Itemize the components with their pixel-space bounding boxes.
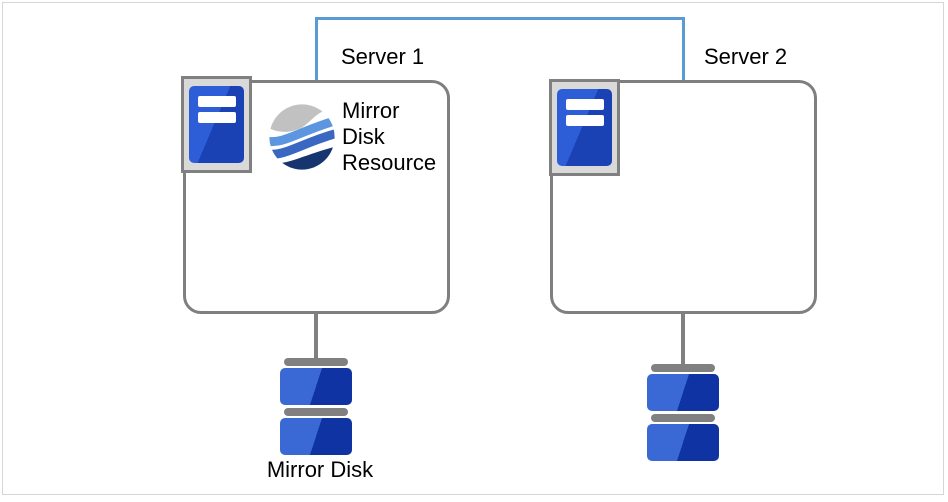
mirror-disk-label: Mirror Disk <box>266 457 374 482</box>
disk-platter-shape <box>280 418 352 455</box>
disk-stack-icon <box>280 358 352 455</box>
server2-label: Server 2 <box>704 44 788 69</box>
disk-platter-shape <box>647 424 719 461</box>
interconnect-link-left-segment <box>315 17 318 80</box>
interconnect-link-top-segment <box>315 17 685 20</box>
disk-platter-shape <box>280 368 352 405</box>
disk-bar-shape <box>651 364 715 372</box>
server-slot-shape <box>566 115 604 126</box>
mirror-disk-resource-icon <box>269 104 335 170</box>
server-icon <box>549 79 620 176</box>
disk-bar-shape <box>284 358 348 366</box>
server-slot-shape <box>566 99 604 110</box>
disk-platter-shape <box>647 374 719 411</box>
server-slot-shape <box>198 112 236 123</box>
disk-stack-icon <box>647 364 719 461</box>
disk-bar-shape <box>284 408 348 416</box>
server-tower-shape <box>557 89 612 166</box>
server-slot-shape <box>198 96 236 107</box>
server1-label: Server 1 <box>341 44 425 69</box>
interconnect-link-right-segment <box>682 17 685 80</box>
mirror-disk-resource-label: Mirror Disk Resource <box>342 98 437 175</box>
server2-disk-stem <box>681 312 685 364</box>
server1-disk-stem <box>314 312 318 358</box>
disk-bar-shape <box>651 414 715 422</box>
server-icon <box>181 76 252 173</box>
server-tower-shape <box>189 86 244 163</box>
